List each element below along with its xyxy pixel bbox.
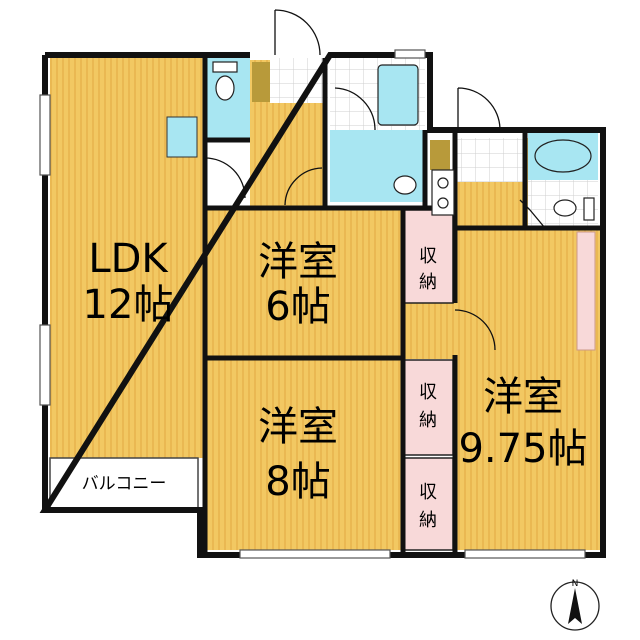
- toilet-1-bowl: [215, 75, 235, 101]
- western-975-name: 洋室: [483, 374, 563, 420]
- storage-1-label-a: 収: [419, 246, 437, 267]
- fixtures: [212, 61, 595, 221]
- closet-accent: [430, 140, 450, 170]
- western-8-floor: [205, 360, 403, 550]
- entry-tiles: [270, 58, 328, 103]
- interior-walls: [202, 58, 603, 555]
- western-6-floor: [205, 210, 403, 358]
- storage-1-label-b: 納: [419, 272, 437, 293]
- ldk-name: LDK: [88, 236, 169, 282]
- closet-accent-2: [252, 62, 270, 102]
- compass: N: [550, 579, 600, 631]
- western-6-size: 6帖: [265, 284, 330, 330]
- toilet-2-bowl: [553, 199, 577, 217]
- ldk-size: 12帖: [83, 282, 174, 328]
- western-8-size: 8帖: [265, 459, 330, 505]
- washroom-2: [455, 138, 525, 182]
- western-975-floor: [455, 228, 600, 550]
- bath-1: [377, 64, 419, 126]
- kitchen-sink: [166, 116, 198, 158]
- hall2-floor: [403, 303, 455, 359]
- windows: [39, 49, 586, 559]
- north-arrow-icon: [568, 588, 582, 624]
- storage-3-label-b: 納: [419, 510, 437, 531]
- storage-3: [402, 457, 454, 551]
- storage-3-label-a: 収: [419, 482, 437, 503]
- western-6-name: 洋室: [258, 239, 338, 285]
- closet-975: [576, 231, 596, 351]
- outer-wall: [39, 52, 606, 558]
- western-8-name: 洋室: [258, 404, 338, 450]
- bath-2-tub: [534, 139, 592, 173]
- western-975-size: 9.75帖: [458, 426, 587, 472]
- storage-2-label-b: 納: [419, 410, 437, 431]
- storage-2: [402, 359, 454, 456]
- compass-north-label: N: [572, 579, 579, 589]
- door-swings: [204, 9, 546, 351]
- washbasin: [393, 175, 417, 195]
- storage-2-label-a: 収: [419, 382, 437, 403]
- balcony-label: バルコニー: [82, 474, 167, 494]
